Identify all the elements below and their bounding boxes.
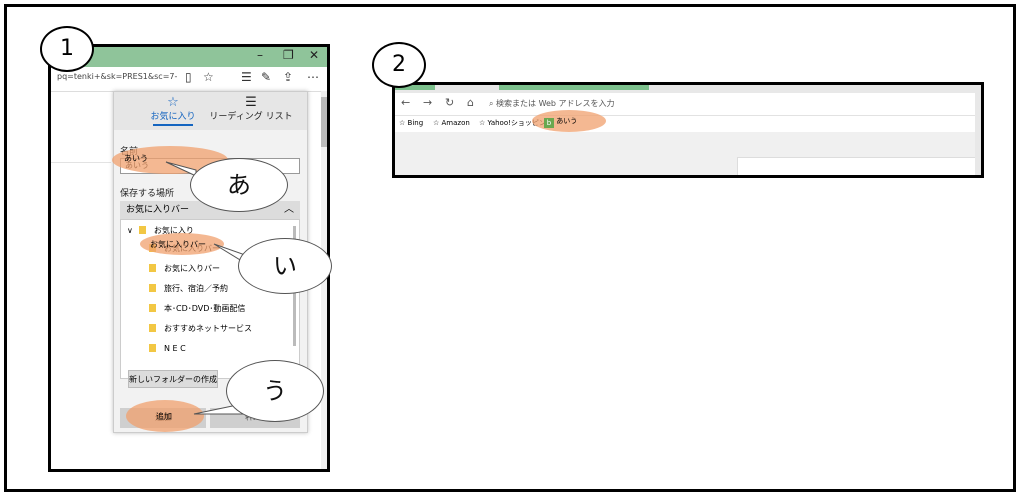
new-folder-button[interactable]: 新しいフォルダーの作成 [128, 370, 218, 388]
highlight-folder-item [140, 233, 224, 255]
search-address-input[interactable]: ⌕ 検索または Web アドレスを入力 [489, 97, 929, 111]
refresh-icon[interactable]: ↻ [445, 96, 455, 109]
chevron-down-icon: ∨ [127, 226, 133, 235]
folder-icon [149, 304, 156, 312]
home-icon[interactable]: ⌂ [467, 96, 474, 109]
folder-icon [149, 344, 156, 352]
star-icon: ☆ [167, 95, 179, 110]
tree-item[interactable]: N E C [149, 340, 319, 358]
callout-u: う [226, 360, 324, 422]
add-button-overlay: 追加 [156, 412, 172, 421]
folder-icon [149, 264, 156, 272]
bing-logo-icon: b [544, 118, 554, 128]
tree-root[interactable]: ∨お気に入り [127, 226, 194, 235]
close-button[interactable]: ✕ [309, 48, 320, 62]
callout-a: あ [190, 158, 288, 212]
back-icon[interactable]: ← [401, 96, 411, 109]
pen-icon[interactable]: ✎ [261, 70, 272, 84]
tab-accent [395, 85, 435, 90]
search-placeholder: 検索または Web アドレスを入力 [496, 99, 615, 108]
tree-item[interactable]: 本･CD･DVD･動画配信 [149, 300, 319, 318]
page-divider [51, 162, 111, 163]
search-icon: ⌕ [489, 99, 497, 108]
location-selected: お気に入りバー [126, 205, 190, 215]
new-favorite-label: あいう [556, 117, 578, 125]
callout-tail-a [165, 161, 197, 177]
star-icon: ☆ [399, 119, 406, 127]
content-box [737, 157, 981, 175]
callout-i: い [238, 238, 332, 294]
fav-bar-item[interactable]: ☆ Yahoo!ショッピング [479, 119, 553, 127]
screenshot-panel-2: ← → ↻ ⌂ ⌕ 検索または Web アドレスを入力 ☆ Bing ☆ Ama… [392, 82, 984, 178]
star-icon: ☆ [433, 119, 440, 127]
fav-bar-item[interactable]: ☆ Amazon [433, 119, 470, 127]
tree-item[interactable]: おすすめネットサービス [149, 320, 319, 338]
favorites-hub-icon[interactable]: ☰ [241, 70, 252, 84]
reading-list-icon: ☰ [245, 95, 257, 110]
maximize-button[interactable]: ❐ [283, 48, 294, 62]
tree-item[interactable]: お気に入りバー [149, 260, 319, 278]
more-icon[interactable]: ⋯ [307, 70, 319, 84]
star-icon: ☆ [479, 119, 486, 127]
share-icon[interactable]: ⇪ [283, 70, 294, 84]
active-tab-indicator [153, 124, 193, 126]
fav-bar-item[interactable]: ☆ Bing [399, 119, 424, 127]
reading-view-icon[interactable]: ▯ [185, 70, 192, 84]
tab-strip [395, 85, 981, 93]
minimize-button[interactable]: – [257, 48, 263, 62]
address-bar[interactable]: pq=tenki+&sk=PRES1&sc=7- ▯ ☆ ☰ ✎ ⇪ ⋯ [51, 67, 327, 92]
favorites-tabs: ☆ お気に入り ☰ リーディング リスト [114, 92, 307, 130]
url-text[interactable]: pq=tenki+&sk=PRES1&sc=7- [57, 72, 178, 81]
folder-icon [149, 284, 156, 292]
location-label: 保存する場所 [120, 189, 175, 199]
tab-reading-list[interactable]: ☰ リーディング リスト [206, 96, 296, 122]
folder-icon [149, 324, 156, 332]
tab-favorites[interactable]: ☆ お気に入り [148, 96, 198, 126]
outer-frame [4, 4, 1016, 492]
highlight-add-button [126, 400, 204, 432]
scrollbar-track[interactable] [975, 93, 981, 175]
folder-icon [138, 226, 146, 234]
step-badge-2: 2 [372, 42, 426, 88]
tree-item[interactable]: 旅行、宿泊／予約 [149, 280, 319, 298]
star-icon[interactable]: ☆ [203, 70, 214, 84]
tab-favorites-label: お気に入り [150, 112, 196, 122]
navigation-bar: ← → ↻ ⌂ ⌕ 検索または Web アドレスを入力 [395, 93, 981, 116]
tab-reading-list-label: リーディング リスト [209, 112, 293, 122]
forward-icon[interactable]: → [423, 96, 433, 109]
step-badge-1: 1 [40, 26, 94, 72]
tab-accent [499, 85, 649, 90]
new-favorite-item[interactable]: b あいう [544, 114, 577, 128]
title-bar: – ❐ ✕ [51, 47, 327, 67]
folder-item-overlay: お気に入りバー [150, 240, 206, 249]
scrollbar-thumb[interactable] [321, 97, 327, 147]
favorites-bar: ☆ Bing ☆ Amazon ☆ Yahoo!ショッピング [395, 115, 981, 131]
chevron-up-icon: ︿ [284, 204, 294, 215]
name-value-overlay: あいう [124, 154, 148, 163]
